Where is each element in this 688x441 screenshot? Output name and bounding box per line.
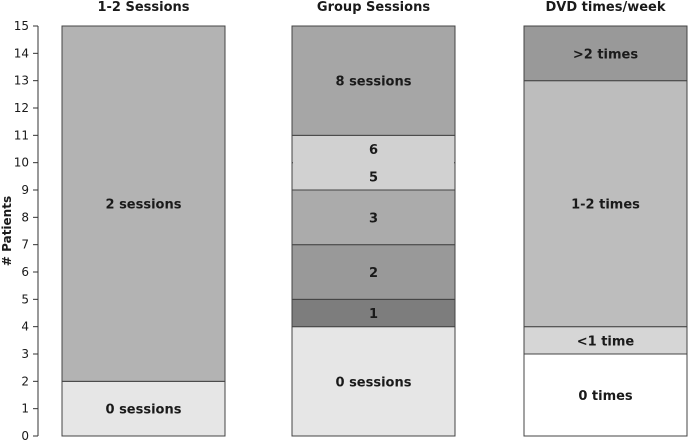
bar-title: 1-2 Sessions — [97, 0, 189, 15]
segment-label: 2 — [369, 266, 378, 281]
y-tick-label: 6 — [21, 265, 29, 279]
y-tick-label: 3 — [21, 347, 29, 361]
bar-segment — [291, 189, 456, 246]
segment-label: <1 time — [577, 334, 635, 349]
bar-segment — [61, 25, 226, 382]
bar-segment — [291, 326, 456, 437]
y-tick-label: 0 — [21, 429, 29, 441]
y-tick-label: 10 — [14, 156, 29, 170]
segment-label: 8 sessions — [336, 75, 412, 90]
bar-segment — [523, 353, 688, 437]
segment-label: 6 — [369, 143, 378, 158]
y-tick-label: 8 — [21, 210, 29, 224]
bars: 1-2 Sessions 0 sessions 2 sessions Group Se… — [61, 0, 688, 437]
segment-label: >2 times — [573, 47, 638, 62]
bar-segment — [61, 380, 226, 437]
bar-group: 1-2 Sessions 0 sessions 2 sessions — [61, 0, 226, 437]
y-tick-label: 13 — [14, 74, 29, 88]
y-tick-label: 5 — [21, 292, 29, 306]
bar-segment — [291, 298, 456, 328]
segment-label: 2 sessions — [106, 198, 182, 213]
y-axis-label: # Patients — [0, 196, 14, 266]
bar-segment — [291, 134, 456, 164]
segment-label: 3 — [369, 211, 378, 226]
bar-group: DVD times/week 0 times <1 time 1-2 times >2 … — [523, 0, 688, 437]
bar-segment — [291, 244, 456, 300]
segment-label: 0 times — [578, 389, 633, 404]
segment-label: 5 — [369, 170, 378, 185]
segment-label: 1 — [369, 307, 378, 322]
y-tick-label: 1 — [21, 402, 29, 416]
bar-title: DVD times/week — [546, 0, 666, 15]
bar-segment — [523, 25, 688, 82]
y-tick-label: 2 — [21, 374, 29, 388]
segment-label: 0 sessions — [106, 403, 182, 418]
y-tick-label: 11 — [14, 128, 29, 142]
y-tick-label: 4 — [21, 320, 29, 334]
bar-segment — [291, 25, 456, 136]
bar-title: Group Sessions — [317, 0, 430, 15]
y-tick-label: 15 — [14, 19, 29, 33]
y-tick-label: 14 — [14, 46, 29, 60]
bar-segment — [523, 80, 688, 328]
segment-label: 0 sessions — [336, 375, 412, 390]
segment-label: 1-2 times — [571, 198, 640, 213]
y-tick-label: 9 — [21, 183, 29, 197]
bar-group: Group Sessions 0 sessions 1 2 3 5 6 8 sessions — [291, 0, 456, 437]
y-tick-label: 7 — [21, 238, 29, 252]
y-tick-label: 12 — [14, 101, 29, 115]
